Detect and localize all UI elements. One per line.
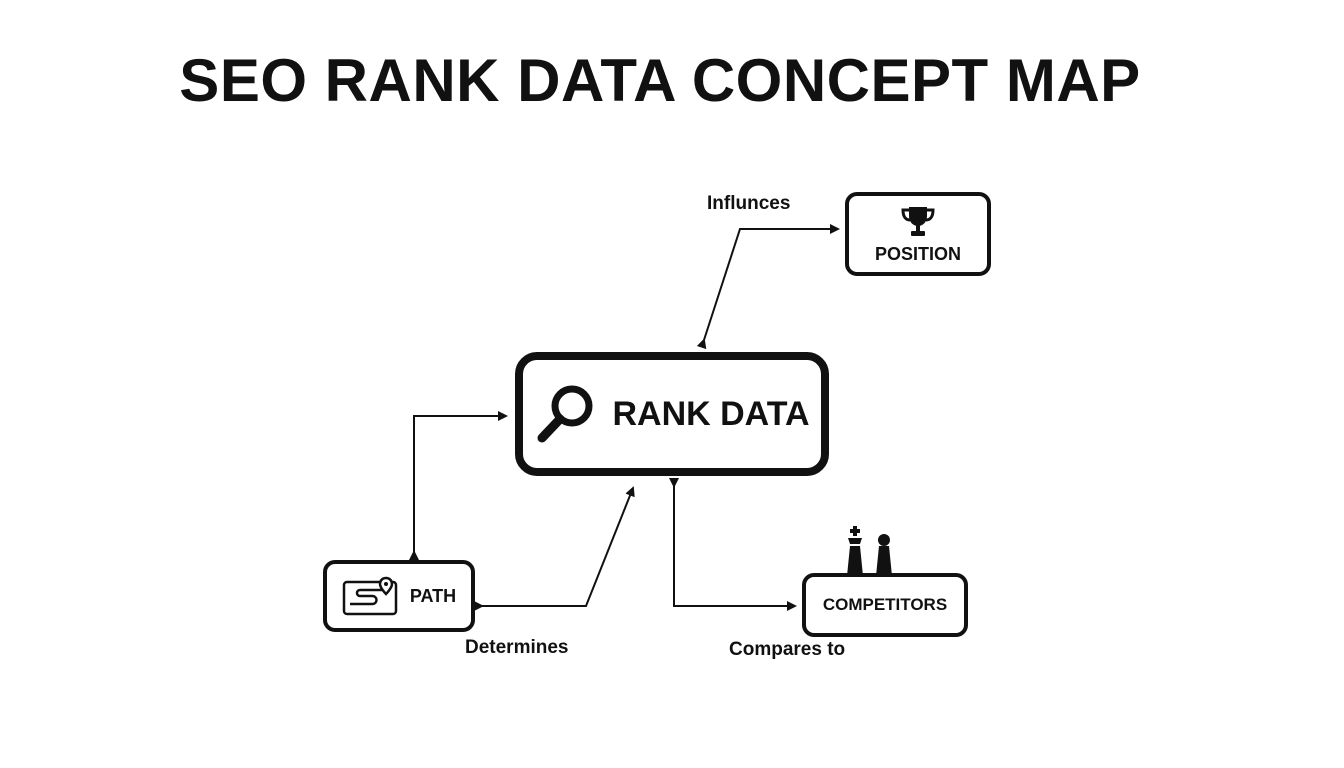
node-position: POSITION [845, 192, 991, 276]
edge-determines [474, 486, 635, 611]
edge-label-compares: Compares to [729, 639, 846, 660]
node-competitors: COMPETITORS [802, 573, 968, 637]
node-path-label: PATH [409, 585, 457, 606]
page-title: SEO RANK DATA CONCEPT MAP [179, 47, 1141, 114]
trophy-icon [898, 204, 938, 238]
node-path: PATH [323, 560, 475, 632]
edge-label-influences: Influnces [707, 193, 791, 214]
node-competitors-label: COMPETITORS [822, 595, 948, 614]
map-route-icon [342, 576, 398, 616]
magnifier-icon [534, 381, 600, 447]
edge-path-link [409, 411, 508, 560]
node-rank-data-label: RANK DATA [612, 394, 810, 433]
edge-compares [669, 478, 797, 611]
node-rank-data: RANK DATA [515, 352, 829, 476]
node-position-label: POSITION [874, 243, 961, 264]
edge-influences [696, 224, 840, 350]
edge-label-determines: Determines [465, 637, 569, 658]
